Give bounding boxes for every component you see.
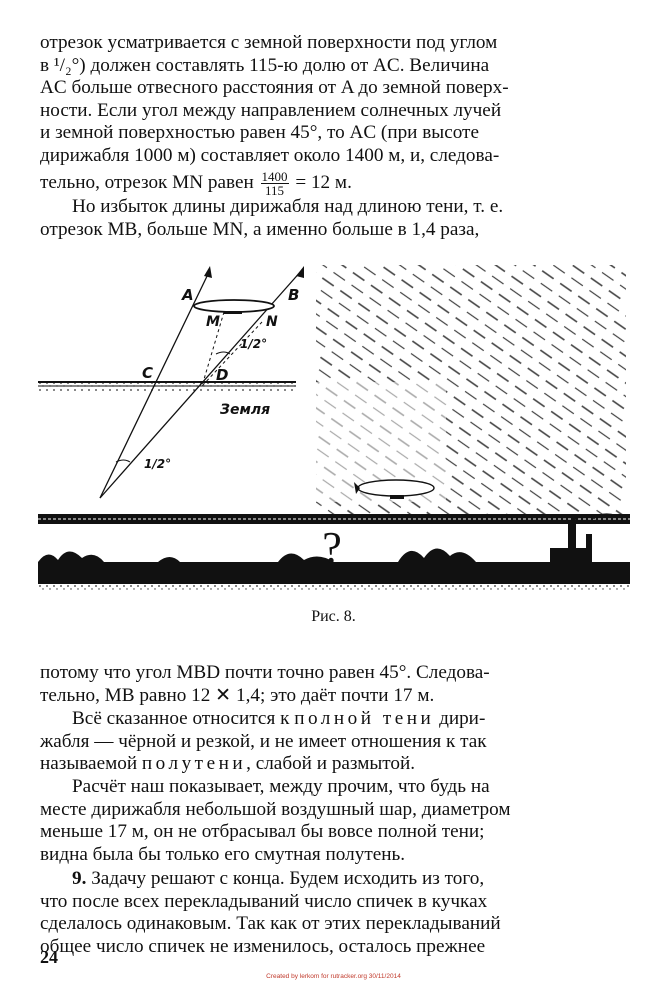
text-line: дирижабля 1000 м) составляет около 1400 … (40, 144, 500, 166)
question-mark: ? (322, 523, 342, 572)
page-number: 24 (40, 947, 58, 967)
label-angle-bottom: 1/2° (144, 457, 171, 471)
text-line: Всё сказанное относится к полной тени ди… (40, 708, 628, 731)
fraction: 1400 115 (260, 168, 289, 198)
text-fragment: Всё сказанное относится к (72, 708, 290, 729)
spaced-emphasis: полной тени (294, 708, 435, 729)
text-line: и земной поверхностью равен 45°, то AC (… (40, 122, 479, 144)
text-line: меньше 17 м, он не отбрасывал бы вовсе п… (40, 821, 485, 843)
figure-8-illustration: ? A B M (38, 265, 630, 590)
text-line: сделалось одинаковым. Так как от этих пе… (40, 913, 501, 935)
figure-caption: Рис. 8. (311, 608, 356, 625)
spaced-emphasis: полутени (141, 753, 247, 775)
scan-credit: Created by lerkom for rutracker.org 30/1… (266, 973, 401, 980)
paragraph-5: Расчёт наш показывает, между прочим, что… (40, 776, 628, 866)
text-line: жабля — чёрной и резкой, и не имеет отно… (40, 730, 487, 752)
horizon-band (38, 514, 630, 524)
text-line: тельно, MB равно 12 ✕ 1,4; это даёт почт… (40, 684, 435, 706)
paragraph-6: 9. Задачу решают с конца. Будем исходить… (40, 868, 628, 958)
text-line: 9. Задачу решают с конца. Будем исходить… (40, 868, 628, 891)
text-line: Но избыток длины дирижабля над длиною те… (72, 196, 504, 217)
paragraph-1: отрезок усматривается с земной поверхнос… (40, 32, 628, 197)
text-fragment: = 12 м. (295, 171, 352, 193)
label-B: B (288, 286, 299, 304)
text-fragment: называемой (40, 753, 138, 775)
text-line: Расчёт наш показывает, между прочим, что… (72, 776, 490, 797)
text-line: месте дирижабля небольшой воздушный шар,… (40, 798, 511, 820)
label-ground: Земля (220, 402, 270, 418)
text-fragment: тельно, отрезок MN равен (40, 171, 254, 193)
text-line-with-fraction: тельно, отрезок MN равен 1400 115 = 12 м… (40, 170, 628, 197)
text-line: ности. Если угол между направлением солн… (40, 99, 502, 121)
label-M: M (206, 314, 220, 330)
text-fragment: дири- (439, 708, 486, 729)
text-line: общее число спичек не изменилось, остало… (40, 935, 486, 957)
label-angle-top: 1/2° (240, 337, 267, 351)
paragraph-3: потому что угол MBD почти точно равен 45… (40, 662, 628, 707)
label-A: A (181, 286, 194, 304)
airship-small (354, 479, 435, 499)
geometry-diagram (38, 266, 304, 499)
text-line: в ¹/₂°) должен составлять 115-ю долю от … (40, 54, 490, 76)
text-line: AC больше отвесного расстояния от A до з… (40, 77, 509, 99)
text-line: называемой полутени, слабой и размытой. (40, 753, 628, 776)
text-line: что после всех перекладываний число спич… (40, 890, 488, 912)
fraction-denominator: 115 (265, 182, 285, 198)
text-fragment: , слабой и размытой. (246, 753, 416, 775)
paragraph-4: Всё сказанное относится к полной тени ди… (40, 708, 628, 776)
paragraph-2: Но избыток длины дирижабля над длиною те… (40, 196, 628, 241)
text-line: потому что угол MBD почти точно равен 45… (40, 662, 490, 683)
label-D: D (216, 366, 228, 384)
landscape-silhouette (38, 513, 630, 590)
fraction-numerator: 1400 (260, 168, 289, 184)
text-line: отрезок MB, больше MN, а именно больше в… (40, 218, 480, 240)
label-N: N (266, 314, 278, 330)
label-C: C (142, 364, 153, 382)
text-fragment: Задачу решают с конца. Будем исходить из… (91, 868, 485, 889)
text-line: отрезок усматривается с земной поверхнос… (40, 32, 498, 53)
text-line: видна была бы только его смутная полутен… (40, 843, 406, 865)
sunlit-sky-panel (316, 265, 626, 515)
problem-number: 9. (72, 868, 87, 889)
